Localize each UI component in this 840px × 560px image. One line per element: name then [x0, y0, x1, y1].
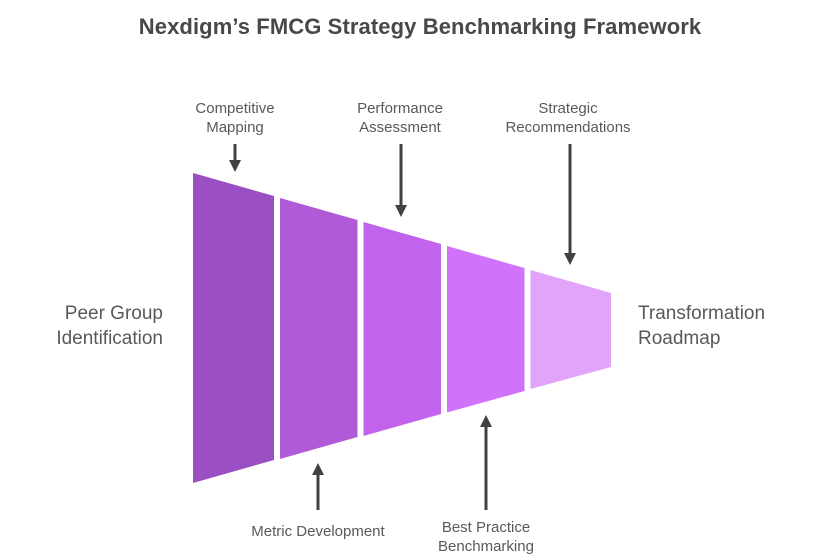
stage-label-performance-assessment: Performance Assessment — [357, 100, 443, 136]
funnel-start-label: Peer Group Identification — [56, 303, 163, 349]
arrow-down-performance-assessment-icon — [395, 144, 407, 217]
arrow-up-metric-development-icon — [312, 463, 324, 510]
funnel-end-label: Transformation Roadmap — [638, 303, 766, 349]
funnel-segment-4 — [447, 246, 525, 413]
stage-label-competitive-mapping: Competitive Mapping — [195, 100, 275, 136]
funnel-segment-3 — [363, 222, 441, 436]
stage-label-metric-development: Metric Development — [251, 523, 385, 540]
funnel-segment-2 — [280, 198, 358, 459]
funnel-segment-5 — [530, 270, 611, 389]
page-title: Nexdigm’s FMCG Strategy Benchmarking Fra… — [138, 14, 702, 39]
stage-label-best-practice-benchmarking: Best Practice Benchmarking — [438, 519, 534, 555]
arrow-up-best-practice-benchmarking-icon — [480, 415, 492, 510]
arrow-down-strategic-recommendations-icon — [564, 144, 576, 265]
stage-label-strategic-recommendations: Strategic Recommendations — [505, 100, 631, 136]
arrow-down-competitive-mapping-icon — [229, 144, 241, 172]
funnel-segment-1 — [193, 173, 274, 483]
